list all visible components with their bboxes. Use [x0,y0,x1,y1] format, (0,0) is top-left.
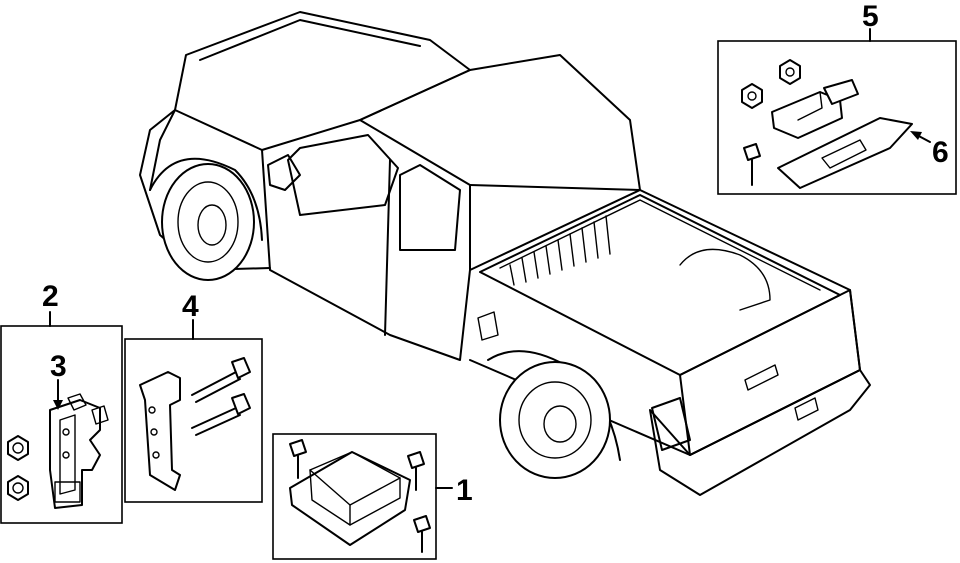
callout-3: 3 [50,350,67,383]
callout-1: 1 [456,474,473,507]
callout-2: 2 [42,280,59,313]
impact-sensor-bracket-icon [7,393,109,509]
mounting-bracket-with-bolts-icon [139,357,251,491]
callout-4: 4 [182,290,199,323]
airbag-control-module-icon [289,439,431,553]
callout-6: 6 [932,136,949,169]
pickup-truck-illustration [139,11,871,496]
impact-sensor-kit-icon [741,59,913,189]
callout-5: 5 [862,0,879,33]
